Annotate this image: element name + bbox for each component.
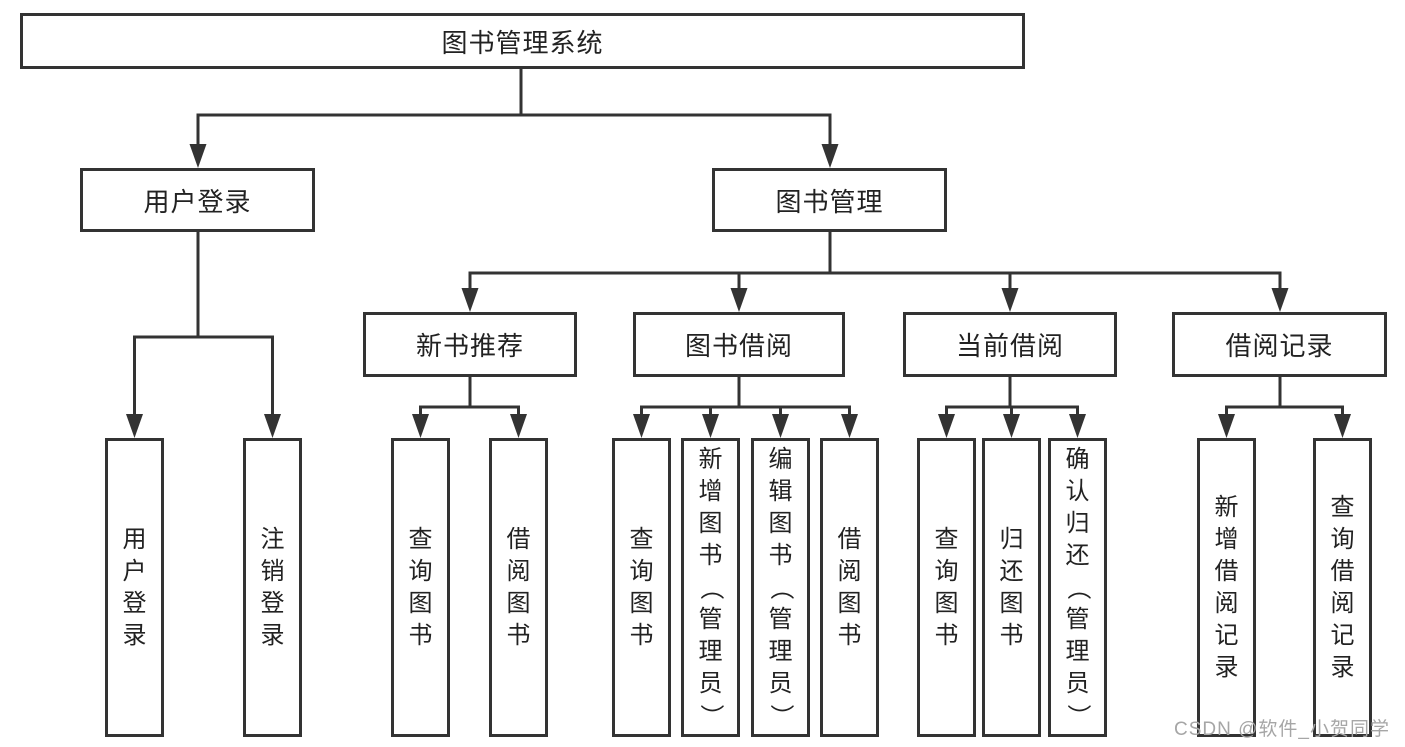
node-leaf-logout: 注销登录: [243, 438, 302, 737]
node-borrow-records: 借阅记录: [1172, 312, 1387, 377]
node-leaf-return-book: 归还图书: [982, 438, 1041, 737]
node-leaf-add-book-admin: 新增图书（管理员）: [681, 438, 740, 737]
node-leaf-query-books-1: 查询图书: [391, 438, 450, 737]
node-leaf-add-borrow-record: 新增借阅记录: [1197, 438, 1256, 737]
node-leaf-confirm-return-admin: 确认归还（管理员）: [1048, 438, 1107, 737]
node-leaf-query-books-2: 查询图书: [612, 438, 671, 737]
node-book-management: 图书管理: [712, 168, 947, 232]
node-leaf-borrow-books-1: 借阅图书: [489, 438, 548, 737]
node-book-borrow: 图书借阅: [633, 312, 845, 377]
node-leaf-borrow-books-2: 借阅图书: [820, 438, 879, 737]
node-leaf-query-books-3: 查询图书: [917, 438, 976, 737]
node-root: 图书管理系统: [20, 13, 1025, 69]
node-new-book-recommend: 新书推荐: [363, 312, 577, 377]
node-leaf-user-login: 用户登录: [105, 438, 164, 737]
node-leaf-query-borrow-record: 查询借阅记录: [1313, 438, 1372, 737]
watermark-text: CSDN @软件_小贺同学: [1174, 719, 1390, 740]
node-current-borrow: 当前借阅: [903, 312, 1117, 377]
node-user-login-branch: 用户登录: [80, 168, 315, 232]
node-leaf-edit-book-admin: 编辑图书（管理员）: [751, 438, 810, 737]
